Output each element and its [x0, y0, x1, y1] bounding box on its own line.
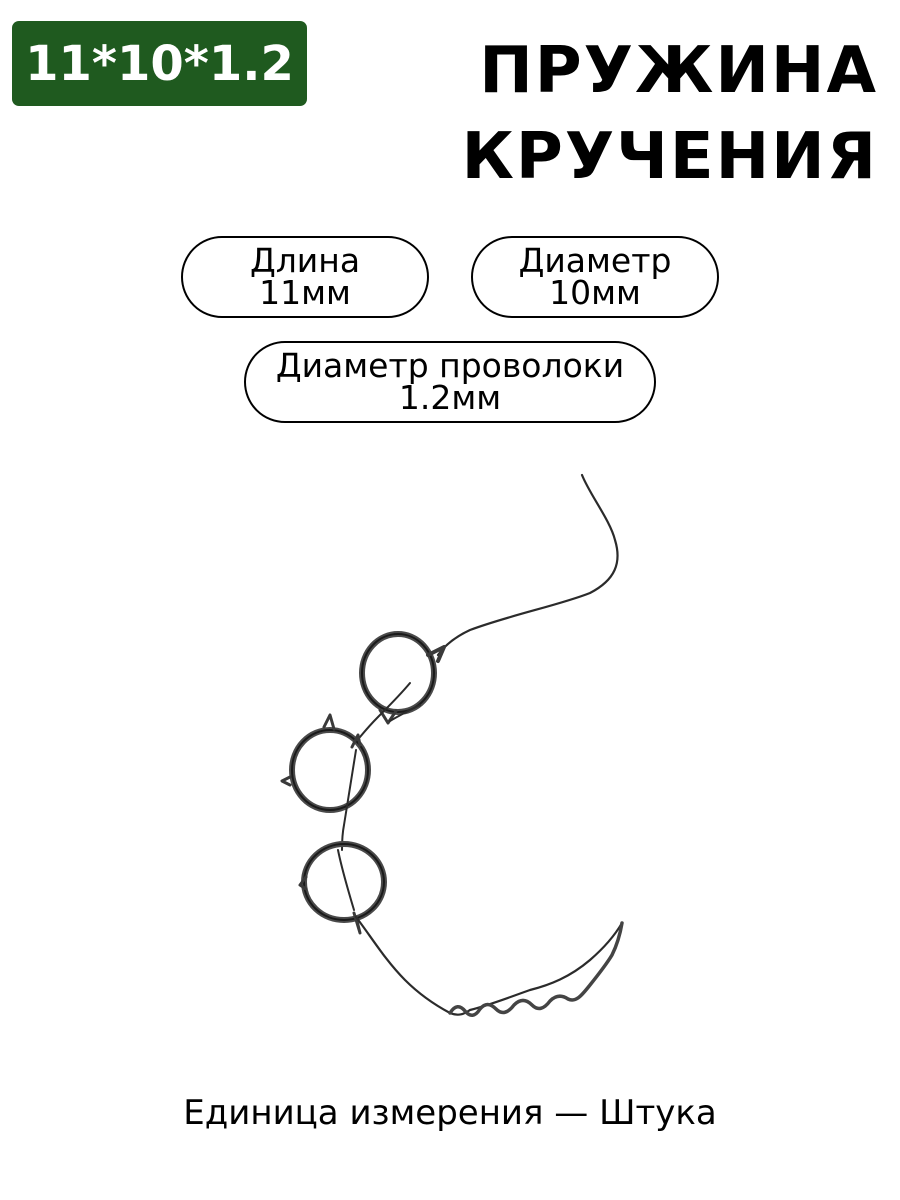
product-title-line-2: КРУЧЕНИЯ	[461, 120, 878, 194]
torsion-spring-image	[280, 473, 624, 1017]
unit-of-measure: Единица измерения — Штука	[183, 1093, 717, 1133]
size-badge-label: 11*10*1.2	[25, 35, 294, 92]
spec-diameter-pill: Диаметр 10мм	[471, 236, 719, 318]
spec-wire-diameter-value: 1.2мм	[398, 378, 502, 417]
spec-length-label: Длина	[249, 241, 361, 280]
spec-diameter-value: 10мм	[549, 273, 641, 312]
spec-wire-diameter-label: Диаметр проволоки	[275, 346, 625, 385]
spec-length-value: 11мм	[259, 273, 351, 312]
size-badge: 11*10*1.2	[12, 21, 307, 106]
spec-length-pill: Длина 11мм	[181, 236, 429, 318]
product-title-line-1: ПРУЖИНА	[479, 34, 878, 108]
spec-diameter-label: Диаметр	[518, 241, 672, 280]
spec-wire-diameter-pill: Диаметр проволоки 1.2мм	[244, 341, 656, 423]
product-title: ПРУЖИНА КРУЧЕНИЯ	[462, 28, 878, 200]
